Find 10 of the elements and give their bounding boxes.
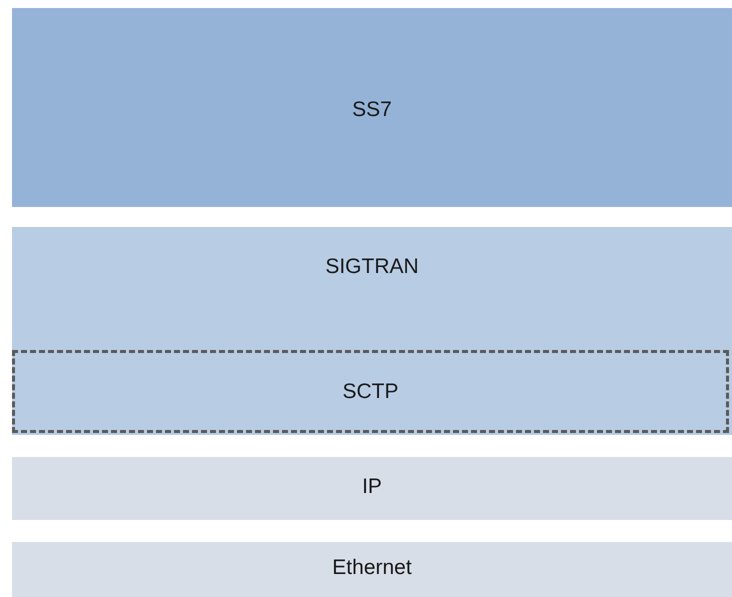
layer-label: SCTP [341, 380, 400, 404]
layer-band [12, 542, 732, 597]
layer-label: Ethernet [331, 556, 413, 580]
layer-label: SS7 [351, 98, 393, 122]
layer-label: IP [361, 475, 383, 499]
dashed-sublayer-box [12, 350, 729, 433]
layer-label: SIGTRAN [324, 255, 420, 279]
layer-band [12, 8, 732, 207]
layer-band [12, 227, 732, 435]
layer-band [12, 457, 732, 520]
